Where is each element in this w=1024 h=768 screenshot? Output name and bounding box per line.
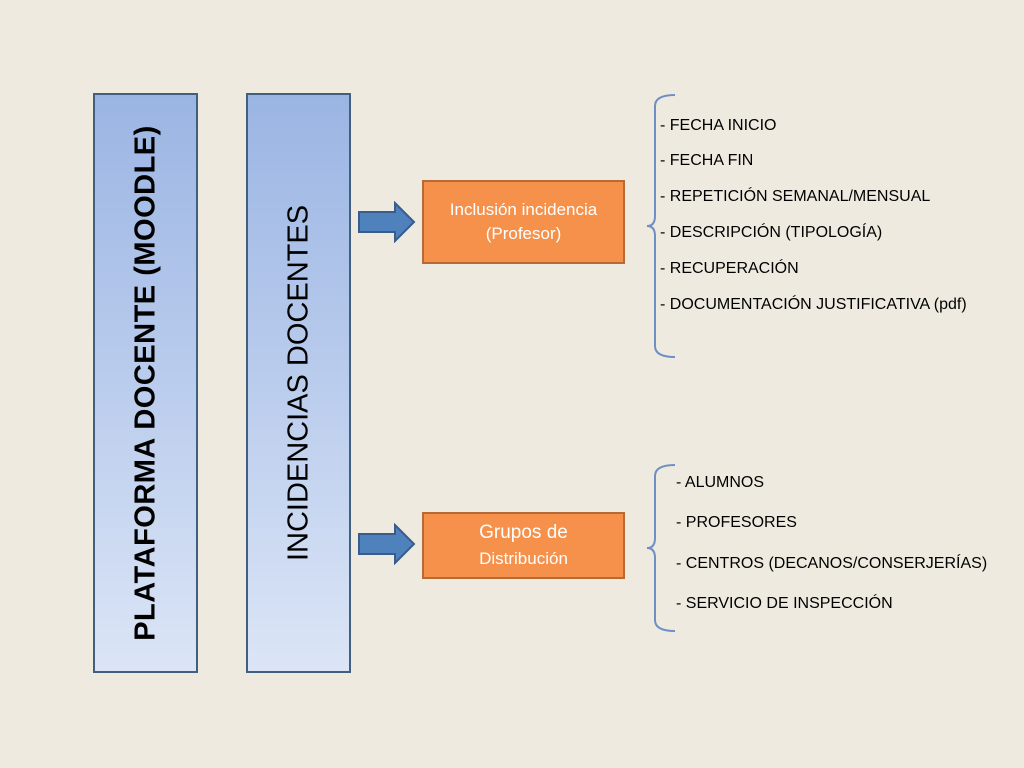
groups-title: Grupos de <box>479 522 568 544</box>
list-item: - CENTROS (DECANOS/CONSERJERÍAS) <box>676 555 988 572</box>
list-item: - PROFESORES <box>676 514 797 531</box>
incidencias-label: INCIDENCIAS DOCENTES <box>282 204 314 562</box>
grupos-distribucion-box: Grupos de Distribución <box>422 512 625 579</box>
platform-bar: PLATAFORMA DOCENTE (MOODLE) <box>93 93 198 673</box>
list-item: - SERVICIO DE INSPECCIÓN <box>676 595 893 612</box>
list-item: - REPETICIÓN SEMANAL/MENSUAL <box>660 188 931 205</box>
list-item: - DOCUMENTACIÓN JUSTIFICATIVA (pdf) <box>660 296 967 313</box>
list-item: - FECHA INICIO <box>660 117 777 134</box>
groups-subtitle: Distribución <box>479 548 568 568</box>
inclusion-title: Inclusión incidencia <box>449 200 598 220</box>
left-brace-icon <box>646 94 676 358</box>
list-item: - RECUPERACIÓN <box>660 260 799 277</box>
arrow-right-icon <box>358 523 416 565</box>
list-item: - FECHA FIN <box>660 152 754 169</box>
list-item: - ALUMNOS <box>676 474 765 491</box>
list-item: - DESCRIPCIÓN (TIPOLOGÍA) <box>660 224 883 241</box>
incidencias-bar: INCIDENCIAS DOCENTES <box>246 93 351 673</box>
left-brace-icon <box>646 464 676 632</box>
arrow-right-icon <box>358 201 416 243</box>
platform-label: PLATAFORMA DOCENTE (MOODLE) <box>129 125 161 641</box>
inclusion-incidencia-box: Inclusión incidencia (Profesor) <box>422 180 625 264</box>
inclusion-subtitle: (Profesor) <box>485 224 562 243</box>
